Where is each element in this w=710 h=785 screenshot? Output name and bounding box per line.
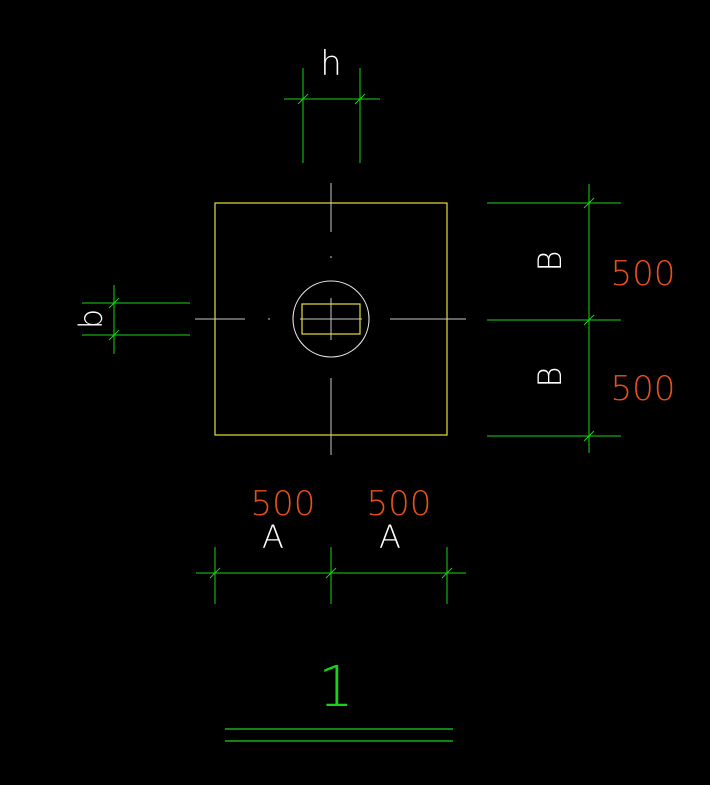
dim-right-tick-bottom	[583, 430, 595, 442]
label-B-bottom: B	[531, 367, 569, 388]
dim-bottom-tick-mid	[325, 567, 337, 579]
dimension-bottom	[196, 547, 466, 604]
label-h: h	[320, 44, 342, 84]
value-b-top: 500	[611, 254, 676, 294]
dim-h-tick-left	[297, 93, 309, 105]
value-b-bottom: 500	[611, 369, 676, 409]
dim-b-tick-top	[108, 297, 120, 309]
column-section	[301, 303, 361, 335]
value-a-left: 500	[251, 484, 316, 524]
dim-b-tick-bottom	[108, 329, 120, 341]
label-A-left: A	[262, 518, 284, 556]
value-a-right: 500	[367, 484, 432, 524]
dimension-b	[82, 285, 190, 354]
label-b: b	[72, 309, 110, 329]
dim-h-tick-right	[354, 93, 366, 105]
dim-right-tick-top	[583, 197, 595, 209]
dimension-right	[487, 184, 621, 453]
label-A-right: A	[379, 518, 401, 556]
section-number: 1	[318, 655, 354, 720]
dimension-h	[284, 68, 380, 163]
centerlines	[195, 183, 466, 455]
section-title-underline	[225, 728, 453, 742]
label-B-top: B	[531, 251, 569, 272]
dim-bottom-tick-right	[441, 567, 453, 579]
pile-circle	[292, 280, 370, 358]
dim-bottom-tick-left	[209, 567, 221, 579]
dim-right-tick-mid	[583, 314, 595, 326]
